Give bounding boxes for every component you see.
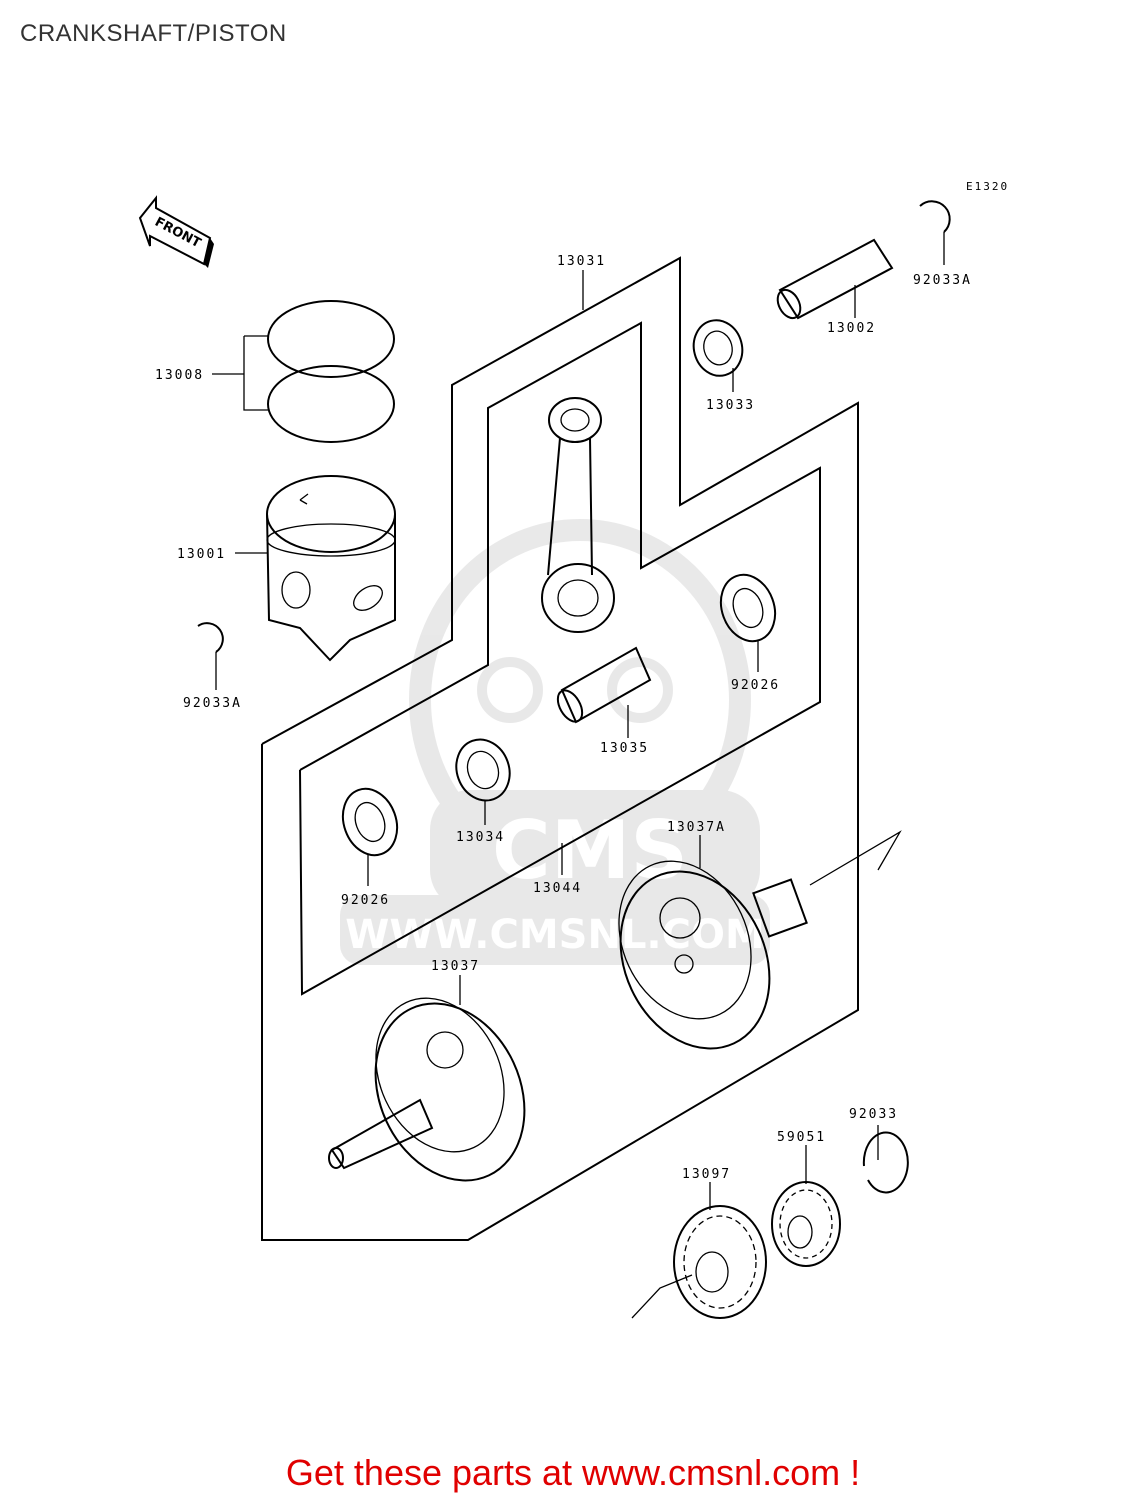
part-label-13044[interactable]: 13044 — [533, 881, 582, 896]
crankshaft-assembly-outline — [261, 256, 859, 1241]
part-label-92033[interactable]: 92033 — [849, 1107, 898, 1122]
diagram-code: E1320 — [966, 180, 1009, 193]
piston-pin-circlip-top[interactable] — [919, 200, 951, 233]
part-label-92026-left[interactable]: 92026 — [341, 893, 390, 908]
part-label-13031[interactable]: 13031 — [557, 254, 606, 269]
flywheel-right[interactable] — [593, 839, 808, 1072]
piston-rings[interactable] — [212, 300, 395, 443]
thrust-washer-left[interactable] — [334, 781, 406, 863]
part-label-13097[interactable]: 13097 — [682, 1167, 731, 1182]
primary-gear[interactable] — [673, 1205, 767, 1319]
part-label-92033A-top[interactable]: 92033A — [913, 273, 972, 288]
front-marker: FRONT — [138, 195, 214, 268]
flywheel-left[interactable] — [328, 977, 552, 1205]
watermark-logo: CMS — [492, 804, 688, 897]
circlip[interactable] — [862, 1131, 909, 1194]
big-end-bearing[interactable] — [448, 732, 518, 808]
part-label-13034[interactable]: 13034 — [456, 830, 505, 845]
break-line-right — [809, 830, 902, 886]
part-label-92033A-left[interactable]: 92033A — [183, 696, 242, 711]
part-label-59051[interactable]: 59051 — [777, 1130, 826, 1145]
part-label-92026-right[interactable]: 92026 — [731, 678, 780, 693]
connecting-rod-assembly-outline — [299, 321, 821, 996]
watermark-text: WWW.CMSNL.COM — [345, 912, 765, 958]
break-line-gear — [631, 1274, 693, 1319]
part-label-13037[interactable]: 13037 — [431, 959, 480, 974]
part-label-13037A[interactable]: 13037A — [667, 820, 726, 835]
piston[interactable] — [266, 475, 396, 662]
crankpin[interactable] — [553, 646, 652, 726]
cms-watermark: CMS WWW.CMSNL.COM — [340, 519, 770, 965]
parts-diagram: CMS WWW.CMSNL.COM FRONT E1320 13008 1300… — [138, 180, 1009, 1319]
small-end-bearing[interactable] — [688, 315, 749, 382]
gear-59051[interactable] — [771, 1181, 841, 1267]
page-title: CRANKSHAFT/PISTON — [20, 20, 287, 47]
part-label-13002[interactable]: 13002 — [827, 321, 876, 336]
part-label-13035[interactable]: 13035 — [600, 741, 649, 756]
footer-shop-link[interactable]: Get these parts at www.cmsnl.com ! — [285, 1452, 861, 1493]
part-label-13008[interactable]: 13008 — [155, 368, 204, 383]
thrust-washer-right[interactable] — [712, 567, 784, 649]
part-label-13033[interactable]: 13033 — [706, 398, 755, 413]
connecting-rod[interactable] — [541, 397, 615, 633]
piston-pin-circlip-left[interactable] — [197, 622, 224, 653]
part-label-13001[interactable]: 13001 — [177, 547, 226, 562]
piston-pin[interactable] — [773, 238, 894, 322]
